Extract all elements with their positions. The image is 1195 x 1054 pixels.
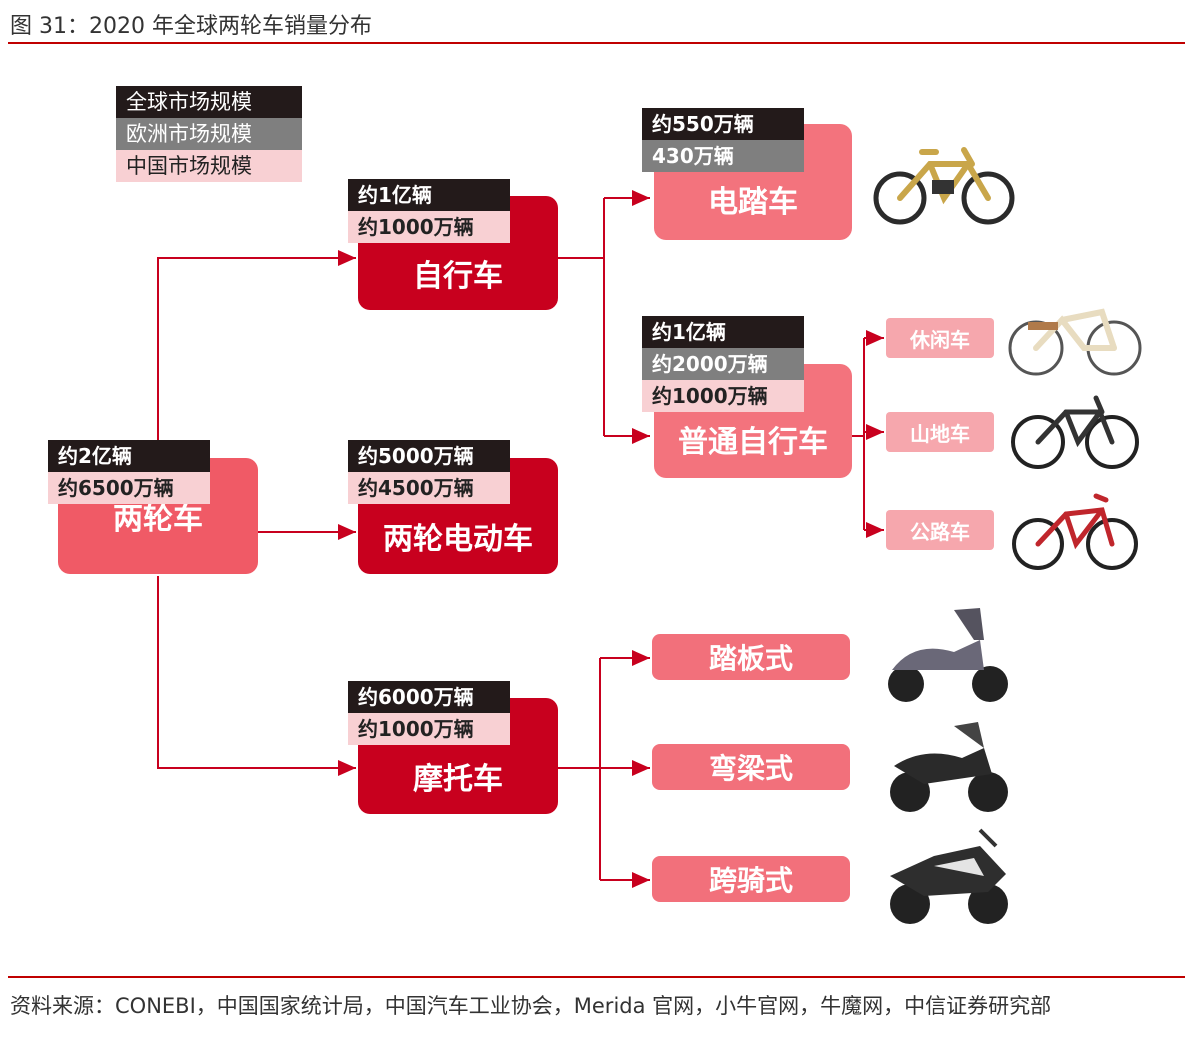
ebike-image: [873, 147, 1015, 225]
regular-bicycle-europe: 约2000万辆: [642, 348, 804, 380]
ebike-global: 约550万辆: [642, 108, 804, 140]
top-divider: [8, 42, 1185, 44]
motorcycle-label: 摩托车: [413, 762, 503, 797]
bicycle-china: 约1000万辆: [348, 211, 510, 243]
source-note: 资料来源：CONEBI，中国国家统计局，中国汽车工业协会，Merida 官网，小…: [10, 994, 1052, 1018]
straddle-image: [890, 828, 1008, 924]
ebike-label: 电踏车: [708, 185, 798, 220]
casual-bike-image: [1008, 308, 1142, 376]
legend-china: 中国市场规模: [116, 150, 302, 182]
mountain-bike-image: [1011, 395, 1139, 469]
regular-bicycle-label: 普通自行车: [678, 425, 828, 460]
electric-two-wheeler-china: 约4500万辆: [348, 472, 510, 504]
electric-two-wheeler-label: 两轮电动车: [383, 522, 533, 557]
mountain-bike-node: 山地车: [886, 412, 994, 452]
figure-title: 图 31：2020 年全球两轮车销量分布: [10, 14, 372, 39]
legend-global: 全球市场规模: [116, 86, 302, 118]
road-bike-node: 公路车: [886, 510, 994, 550]
motorcycle-china: 约1000万辆: [348, 713, 510, 745]
underbone-image: [890, 722, 1008, 812]
bicycle-global: 约1亿辆: [348, 179, 510, 211]
regular-bicycle-china: 约1000万辆: [642, 380, 804, 412]
two-wheeler-global: 约2亿辆: [48, 440, 210, 472]
scooter-image: [888, 608, 1008, 702]
straddle-node: 跨骑式: [652, 856, 850, 902]
road-bike-image: [1012, 493, 1138, 570]
two-wheeler-label: 两轮车: [113, 502, 203, 537]
legend-europe: 欧洲市场规模: [116, 118, 302, 150]
electric-two-wheeler-global: 约5000万辆: [348, 440, 510, 472]
ebike-europe: 430万辆: [642, 140, 804, 172]
underbone-node: 弯梁式: [652, 744, 850, 790]
bicycle-label: 自行车: [413, 259, 503, 294]
motorcycle-global: 约6000万辆: [348, 681, 510, 713]
bottom-divider: [8, 976, 1185, 978]
scooter-node: 踏板式: [652, 634, 850, 680]
casual-bike-node: 休闲车: [886, 318, 994, 358]
regular-bicycle-global: 约1亿辆: [642, 316, 804, 348]
two-wheeler-china: 约6500万辆: [48, 472, 210, 504]
